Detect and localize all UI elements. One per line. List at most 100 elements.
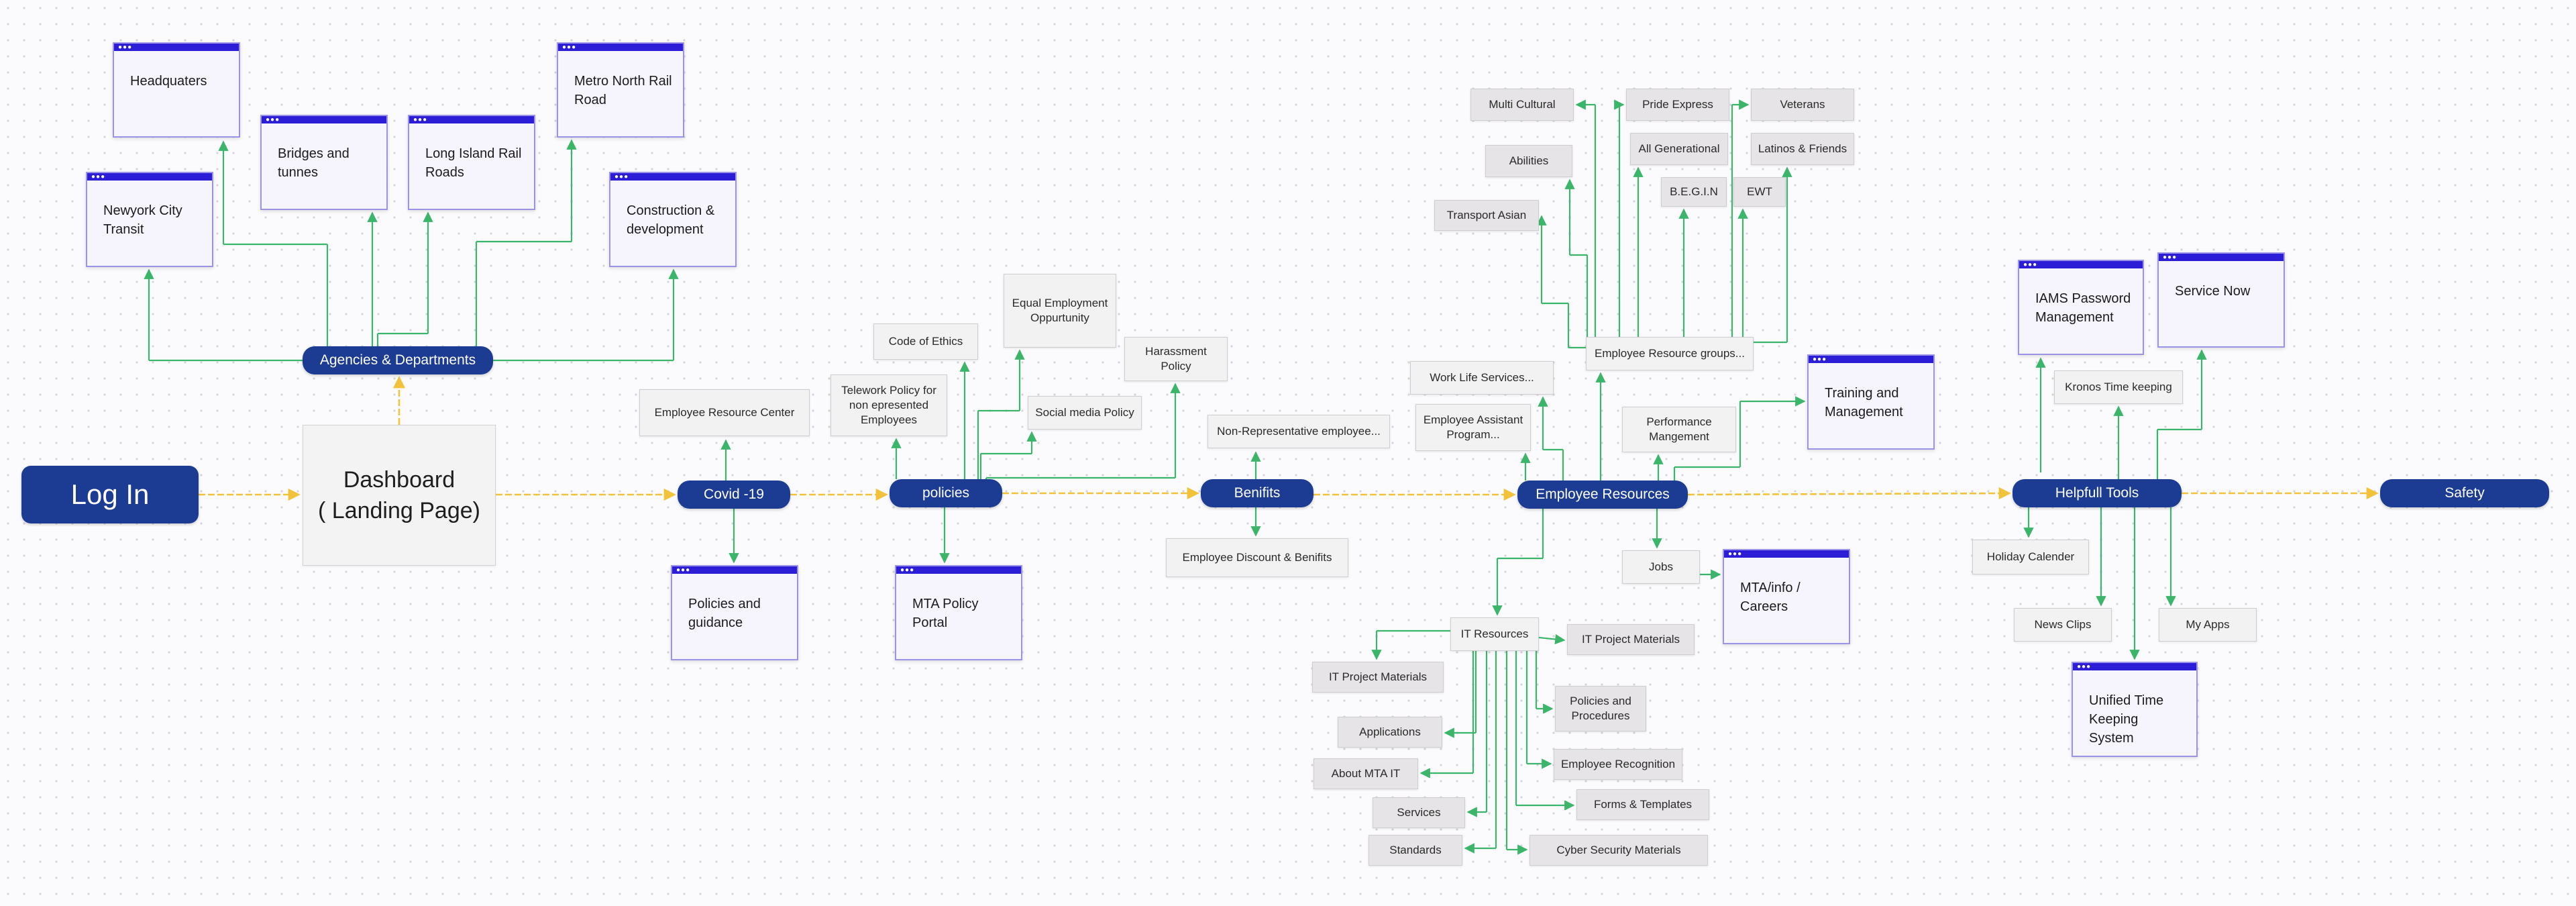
window-bar: ●●● [1724,550,1849,558]
connector-42 [1371,630,1468,660]
forms-label: Forms & Templates [1593,798,1693,811]
services-node[interactable]: Services [1373,797,1465,828]
jobs-node[interactable]: Jobs [1622,550,1700,584]
non-rep-label: Non-Representative employee... [1217,425,1381,438]
window-bar: ●●● [896,566,1021,574]
metro-north-node[interactable]: ●●●Metro North Rail Road [557,42,684,138]
window-bar: ●●● [262,116,386,123]
benifits-node[interactable]: Benifits [1201,479,1313,507]
news-clips-node[interactable]: News Clips [2014,608,2112,642]
iams-node[interactable]: ●●●IAMS Password Management [2018,260,2144,355]
equal-employment-label: Equal Employment Oppurtunity [1012,297,1108,324]
policies-guidance-node[interactable]: ●●●Policies and guidance [671,565,798,660]
window-bar: ●●● [114,44,239,51]
code-ethics-label: Code of Ethics [888,335,963,348]
begin-node[interactable]: B.E.G.I.N [1661,177,1727,207]
abilities-label: Abilities [1509,154,1549,167]
performance-node[interactable]: Performance Mangement [1622,407,1736,452]
all-gen-node[interactable]: All Generational [1630,133,1728,165]
holiday-node[interactable]: Holiday Calender [1972,540,2089,574]
social-media-node[interactable]: Social media Policy [1028,396,1142,430]
eap-node[interactable]: Employee Assistant Program... [1415,404,1531,451]
utks-node[interactable]: ●●●Unified Time Keeping System [2072,662,2198,757]
login-label: Log In [70,479,150,510]
service-now-node[interactable]: ●●●Service Now [2157,252,2285,348]
veterans-node[interactable]: Veterans [1751,89,1854,121]
bridges-label: Bridges and tunnes [278,146,350,180]
connector-48 [1466,651,1488,817]
mta-policy-portal-node[interactable]: ●●●MTA Policy Portal [895,565,1022,660]
kronos-node[interactable]: Kronos Time keeping [2054,370,2183,404]
connector-32 [1575,99,1597,337]
discount-node[interactable]: Employee Discount & Benifits [1166,538,1348,577]
training-node[interactable]: ●●●Training and Management [1807,354,1935,450]
all-gen-label: All Generational [1638,142,1720,155]
connector-31 [1492,509,1544,616]
performance-label: Performance Mangement [1646,415,1712,443]
utks-label: Unified Time Keeping System [2089,693,2164,746]
connector-13 [493,268,679,362]
equal-employment-node[interactable]: Equal Employment Oppurtunity [1004,274,1116,348]
standards-node[interactable]: Standards [1368,835,1462,866]
employee-resources-label: Employee Resources [1536,487,1670,502]
emp-recognition-node[interactable]: Employee Recognition [1554,749,1682,780]
erc-node[interactable]: Employee Resource Center [639,389,810,436]
headquaters-node[interactable]: ●●● Headquaters [113,42,240,138]
agencies-node[interactable]: Agencies & Departments [303,346,493,374]
applications-node[interactable]: Applications [1338,717,1442,748]
work-life-node[interactable]: Work Life Services... [1410,361,1554,395]
safety-label: Safety [2445,485,2485,501]
my-apps-label: My Apps [2186,618,2230,631]
erg-node[interactable]: Employee Resource groups... [1586,337,1754,370]
policies-node[interactable]: policies [890,479,1002,507]
nyct-node[interactable]: ●●●Newyork City Transit [86,172,213,267]
policies-procedures-node[interactable]: Policies and Procedures [1555,686,1646,732]
ewt-node[interactable]: EWT [1733,177,1786,207]
connector-47 [1515,651,1575,811]
it-project-materials-left-label: IT Project Materials [1328,670,1428,683]
telework-node[interactable]: Telework Policy for non epresented Emplo… [830,374,947,436]
window-bar: ●●● [409,116,534,123]
window-bar: ●●● [610,173,735,181]
helpfull-tools-node[interactable]: Helpfull Tools [2012,479,2182,507]
harassment-node[interactable]: Harassment Policy [1124,337,1228,381]
connector-12 [475,139,577,346]
covid-node[interactable]: Covid -19 [678,481,790,509]
dashboard-node[interactable]: Dashboard ( Landing Page) [303,425,496,566]
login-node[interactable]: Log In [21,466,199,523]
metro-north-label: Metro North Rail Road [574,74,672,107]
it-project-materials-left-node[interactable]: IT Project Materials [1312,662,1444,693]
harassment-label: Harassment Policy [1145,345,1207,372]
about-it-node[interactable]: About MTA IT [1313,758,1418,789]
my-apps-node[interactable]: My Apps [2159,608,2257,642]
multi-cultural-node[interactable]: Multi Cultural [1470,89,1574,121]
latinos-node[interactable]: Latinos & Friends [1751,133,1854,165]
non-rep-node[interactable]: Non-Representative employee... [1208,415,1390,448]
connector-45 [1419,651,1474,778]
connector-19 [979,431,1037,479]
lirr-label: Long Island Rail Roads [425,146,522,180]
cyber-node[interactable]: Cyber Security Materials [1529,835,1708,866]
it-resources-node[interactable]: IT Resources [1450,617,1539,651]
pride-node[interactable]: Pride Express [1626,89,1729,121]
latinos-label: Latinos & Friends [1758,142,1847,155]
abilities-node[interactable]: Abilities [1485,145,1572,177]
code-ethics-node[interactable]: Code of Ethics [873,323,978,360]
safety-node[interactable]: Safety [2380,479,2549,507]
transport-asian-node[interactable]: Transport Asian [1434,200,1539,231]
benifits-label: Benifits [1234,485,1281,501]
connector-33 [1564,179,1589,340]
bridges-node[interactable]: ●●● Bridges and tunnes [260,115,388,210]
it-project-materials-right-node[interactable]: IT Project Materials [1567,624,1695,655]
headquaters-label: Headquaters [130,74,207,89]
construction-node[interactable]: ●●●Construction & development [609,172,737,267]
connector-24 [1538,396,1564,481]
forms-node[interactable]: Forms & Templates [1576,789,1709,820]
connector-20 [985,383,1181,479]
careers-node[interactable]: ●●●MTA/info / Careers [1723,549,1850,644]
connector-18 [977,349,1025,479]
transport-asian-label: Transport Asian [1446,209,1527,221]
employee-resources-node[interactable]: Employee Resources [1517,481,1688,509]
lirr-node[interactable]: ●●● Long Island Rail Roads [408,115,535,210]
